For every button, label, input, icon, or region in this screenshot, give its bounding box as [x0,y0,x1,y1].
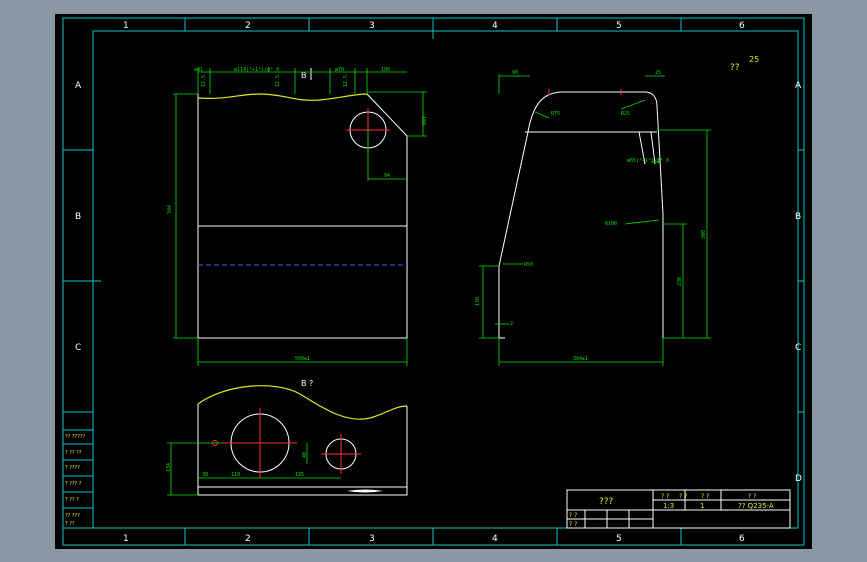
row-label: B [75,212,81,222]
dim-text: 25 [655,70,661,76]
dim-text: 300 [701,230,707,239]
table-cell: ?? ??? [65,513,80,519]
table-cell: ? ?? ?? [65,450,82,456]
bottom-view[interactable]: B ? 134 38 110 195 40 [166,379,408,496]
dim-text: 100 [420,116,426,125]
part-name: ??? [599,497,614,507]
dim-text: 94 [384,173,390,179]
table-cell: ?? ????? [65,434,86,440]
dim-text: 500±1 [295,356,310,362]
row-labels-left: A B C [75,81,82,353]
col-label: 6 [739,21,745,31]
col-label: 1 [123,534,129,544]
drawing-canvas[interactable]: 1 2 3 4 5 6 1 2 3 4 5 6 A B C A B C D B [55,14,812,549]
row-label: B [795,212,801,222]
column-labels-bottom: 1 2 3 4 5 6 [123,534,745,544]
roughness-symbol: ?? [730,63,740,73]
column-labels-top: 1 2 3 4 5 6 [123,21,745,31]
header-cell: ? ? [661,493,669,500]
col-label: 4 [492,21,498,31]
table-cell: ? ?? [65,521,75,527]
row-labels-right: A B C D [795,81,802,484]
dim-text: 195 [295,472,304,478]
dim-text: ø81 [194,67,203,73]
col-label: 2 [245,534,251,544]
dim-text: 38 [202,472,208,478]
dim-text: 344 [167,205,173,214]
row-label: D [795,474,802,484]
dim-text: 134 [166,463,172,472]
dim-text: 2 [510,321,513,327]
roughness-note: ?? 25 [730,55,759,73]
col-label: 2 [245,21,251,31]
sign-label: ? ? [569,512,577,519]
col-label: 4 [492,534,498,544]
col-label: 5 [616,21,622,31]
material-value: ?? Q235-A [738,502,774,510]
row-label: C [795,343,801,353]
side-view[interactable]: 90 25 R75 R25 ø65(°+1°)/ɸ° 0 R100 R50 30… [475,70,711,366]
dim-text: R50 [524,262,533,268]
header-cell: ? ? [701,493,709,500]
cad-drawing-window[interactable]: 1 2 3 4 5 6 1 2 3 4 5 6 A B C A B C D B [55,14,812,549]
dim-text: 12.5 [201,75,207,87]
col-label: 3 [369,534,375,544]
dim-text: R25 [621,111,630,117]
left-revision-table: ?? ????? ? ?? ?? ? ???? ? ??? ? ? ?? ? ?… [62,411,94,529]
dim-text: 110 [231,472,240,478]
weld-mark [347,489,383,493]
table-cell: ? ??? ? [65,481,82,487]
dim-text: ø114(°+1°)/ɸ° 0 [234,67,279,73]
view-label-b2: B ? [301,379,313,388]
col-label: 5 [616,534,622,544]
dim-text: 12.5 [275,75,281,87]
dim-text: ø70 [335,67,344,73]
col-label: 1 [123,21,129,31]
col-label: 3 [369,21,375,31]
dim-text: 304±1 [573,356,588,362]
row-label: A [795,81,802,91]
header-cell: ? ? [748,493,756,500]
row-label: C [75,343,81,353]
drawing-frame [62,17,805,546]
header-cell: ? ? [679,493,687,500]
quantity-value: 1 [700,502,704,510]
dim-text: R100 [605,221,617,227]
table-cell: ? ?? ? [65,497,79,503]
dim-text: 40 [302,452,308,458]
roughness-value: 25 [749,55,759,64]
scale-value: 1:3 [663,502,674,510]
dim-text: 12.5 [343,75,349,87]
row-label: A [75,81,82,91]
dim-text: 230 [677,277,683,286]
dim-text: 100 [381,67,390,73]
dim-text: 170 [475,297,481,306]
table-cell: ? ???? [65,465,80,471]
sign-label: ? ? [569,521,577,528]
dim-text: R75 [551,111,560,117]
title-block: ??? ? ? ? ? ? ? ? ? 1:3 1 ?? Q235-A ? ? … [566,489,791,529]
dim-text: 90 [512,70,518,76]
view-label-b: B [301,71,307,80]
dim-text: ø65(°+1°)/ɸ° 0 [627,158,669,164]
col-label: 6 [739,534,745,544]
front-view[interactable]: B ø81 ø114(°+1°)/ɸ° 0 ø70 100 12.5 12.5 … [167,67,427,366]
